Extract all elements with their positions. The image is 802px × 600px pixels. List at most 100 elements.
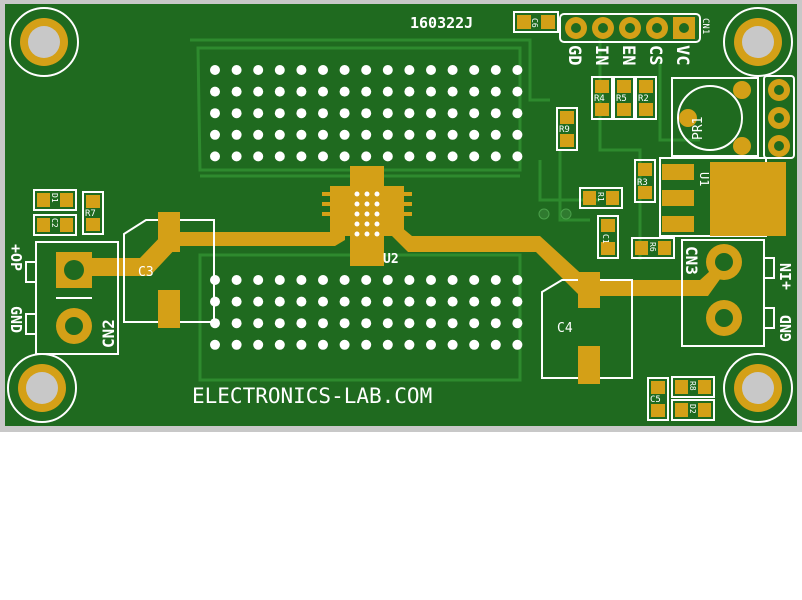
u2-via	[354, 231, 360, 237]
proto-grid-bottom-hole	[382, 275, 393, 285]
proto-grid-top-hole	[469, 108, 480, 119]
pin-label-vc: VC	[672, 45, 692, 65]
d1-label: D1	[50, 193, 59, 203]
proto-grid-top-hole	[404, 65, 415, 75]
u2-via	[364, 211, 370, 217]
proto-grid-top-hole	[404, 86, 415, 97]
pr1-label: PR1	[691, 117, 706, 140]
proto-grid-top-hole	[296, 129, 307, 140]
proto-grid-top-hole	[231, 129, 242, 140]
proto-grid-bottom-hole	[404, 318, 415, 329]
proto-grid-bottom-hole	[296, 318, 307, 329]
input-plus-label: +IN	[777, 263, 795, 290]
proto-grid-bottom-hole	[318, 296, 328, 307]
proto-grid-top-hole	[447, 65, 458, 75]
u2-via	[374, 201, 380, 207]
r1-label: R1	[596, 192, 605, 202]
proto-grid-top-hole	[339, 129, 350, 140]
pin-label-en: EN	[618, 45, 638, 65]
proto-grid-bottom-hole	[490, 296, 501, 307]
proto-grid-top-hole	[296, 151, 307, 162]
c3-label: C3	[138, 265, 154, 280]
proto-grid-top-hole	[210, 151, 220, 162]
proto-grid-bottom-hole	[339, 339, 350, 350]
proto-grid-bottom-hole	[490, 275, 501, 285]
u2-via	[354, 201, 360, 207]
u2-via	[374, 191, 380, 197]
proto-grid-top-hole	[318, 108, 328, 119]
proto-grid-bottom-hole	[296, 296, 307, 307]
proto-grid-top-hole	[490, 151, 501, 162]
r8-label: R8	[688, 381, 697, 391]
r9-label: R9	[559, 125, 570, 135]
proto-grid-bottom-hole	[382, 318, 393, 329]
proto-grid-top-hole	[469, 151, 480, 162]
proto-grid-top-hole	[231, 86, 242, 97]
proto-grid-top-hole	[274, 151, 285, 162]
c5	[647, 377, 669, 421]
proto-grid-bottom-hole	[512, 318, 523, 329]
proto-grid-bottom-hole	[318, 275, 328, 285]
board-code: 160322J	[410, 14, 473, 32]
c4-label: C4	[557, 321, 573, 336]
proto-grid-top-hole	[447, 151, 458, 162]
proto-grid-bottom-hole	[253, 296, 264, 307]
proto-grid-bottom-hole	[426, 296, 436, 307]
proto-grid-bottom-hole	[426, 339, 436, 350]
proto-grid-top-hole	[469, 65, 480, 75]
mounting-hole-bottom-left	[7, 353, 77, 423]
r5-label: R5	[616, 94, 627, 104]
proto-grid-bottom-hole	[404, 296, 415, 307]
proto-grid-top-hole	[296, 65, 307, 75]
r6-label: R6	[648, 242, 657, 252]
proto-grid-top-hole	[318, 86, 328, 97]
proto-grid-top-hole	[274, 65, 285, 75]
proto-grid-bottom-hole	[361, 296, 372, 307]
r7	[82, 191, 104, 235]
proto-grid-bottom-hole	[361, 318, 372, 329]
proto-grid-top-hole	[339, 86, 350, 97]
proto-grid-top-hole	[253, 86, 264, 97]
output-gnd-label: GND	[7, 306, 25, 333]
r2	[635, 76, 657, 120]
proto-grid-top-hole	[512, 151, 523, 162]
u2-via	[374, 231, 380, 237]
proto-grid-top-hole	[210, 129, 220, 140]
proto-grid-top-hole	[490, 129, 501, 140]
proto-grid-bottom-hole	[447, 296, 458, 307]
r6	[631, 237, 675, 259]
proto-grid-top-hole	[447, 86, 458, 97]
d2-label: D2	[688, 404, 697, 414]
proto-grid-bottom-hole	[490, 318, 501, 329]
c2-label: C2	[50, 218, 59, 228]
pr1-potentiometer	[671, 77, 759, 157]
proto-grid-top-hole	[253, 129, 264, 140]
c6	[513, 11, 559, 33]
cn1-label: CN1	[700, 18, 710, 34]
r1	[579, 187, 623, 209]
proto-grid-bottom-hole	[210, 339, 220, 350]
u2-label: U2	[383, 252, 399, 267]
r7-label: R7	[85, 209, 96, 219]
proto-grid-bottom-hole	[361, 339, 372, 350]
u2-via	[364, 221, 370, 227]
proto-grid-bottom-hole	[253, 318, 264, 329]
proto-grid-top-hole	[469, 86, 480, 97]
pin-label-in: IN	[591, 45, 611, 65]
proto-grid-top-hole	[512, 129, 523, 140]
c1	[597, 215, 619, 259]
proto-grid-top-hole	[361, 129, 372, 140]
proto-grid-bottom-hole	[253, 275, 264, 285]
proto-grid-top-hole	[382, 86, 393, 97]
proto-grid-bottom-hole	[382, 296, 393, 307]
proto-grid-bottom-hole	[469, 318, 480, 329]
proto-grid-bottom-hole	[253, 339, 264, 350]
cn3-input-terminal	[681, 239, 775, 347]
mounting-hole-bottom-right	[723, 353, 793, 423]
proto-grid-bottom-hole	[382, 339, 393, 350]
proto-grid-bottom-hole	[512, 339, 523, 350]
mounting-hole-top-left	[9, 7, 79, 77]
proto-grid-top-hole	[426, 108, 436, 119]
proto-grid-top-hole	[426, 65, 436, 75]
power-trace	[70, 222, 728, 296]
